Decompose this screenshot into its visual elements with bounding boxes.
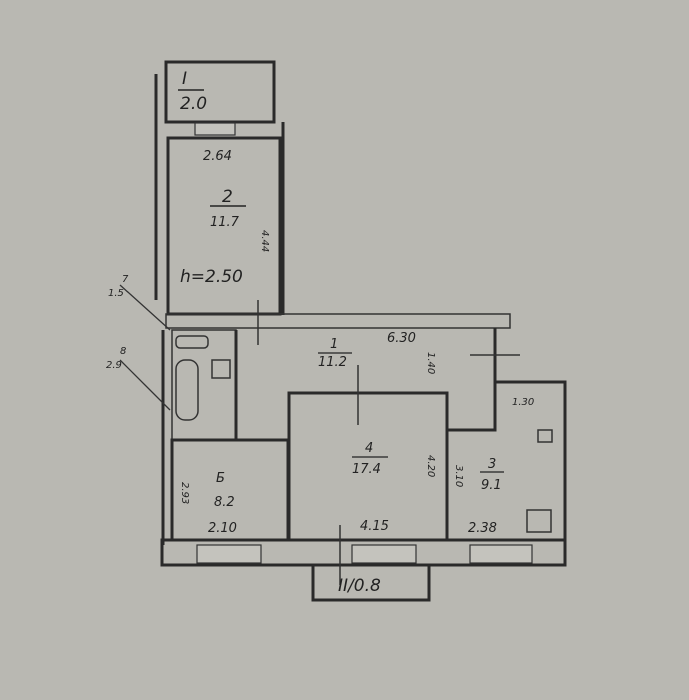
bathtub-icon	[175, 359, 199, 421]
window-room4	[351, 544, 417, 564]
room-7-area: 1.5	[108, 288, 124, 299]
toilet-icon	[211, 359, 231, 379]
room-2-area: 11.7	[210, 215, 240, 230]
leader-7	[119, 284, 171, 331]
ceiling-height: h=2.50	[180, 267, 243, 287]
room-4-length: 4.20	[425, 455, 436, 477]
room-1-width: 1.40	[425, 352, 436, 374]
room-3-number: 3	[488, 457, 496, 472]
stove-icon	[526, 509, 552, 533]
room-2-width: 2.64	[203, 149, 232, 164]
room-2-length: 4.44	[259, 230, 270, 252]
room-1-area: 11.2	[318, 355, 347, 370]
room-8-area: 2.9	[106, 360, 122, 371]
room-6-number: Б	[216, 471, 225, 486]
room-3-area: 9.1	[481, 478, 502, 493]
balcony-1-door	[194, 122, 236, 136]
room-7-number: 7	[122, 274, 129, 285]
room-8-number: 8	[120, 346, 126, 357]
window-room6	[196, 544, 262, 564]
room-4-width: 4.15	[360, 519, 389, 534]
room-6-area: 8.2	[214, 495, 235, 510]
balcony-2-label: II/0.8	[338, 576, 381, 596]
room-3-extra-dimension: 1.30	[512, 397, 534, 408]
room-3-width: 2.38	[468, 521, 497, 536]
balcony-1-outline	[164, 60, 276, 124]
room-2-number: 2	[222, 187, 233, 207]
room-3-outline	[447, 380, 567, 545]
room-4-area: 17.4	[352, 462, 381, 477]
room-4-number: 4	[365, 441, 373, 456]
room-1-length: 6.30	[387, 331, 416, 346]
balcony-2-outline	[311, 563, 431, 602]
balcony-1-area: 2.0	[180, 94, 207, 114]
balcony-1-number: I	[182, 69, 187, 89]
room-6-length: 2.93	[179, 482, 190, 504]
window-room3	[469, 544, 533, 564]
room-3-length: 3.10	[453, 465, 464, 487]
sink-icon	[175, 335, 209, 349]
sink-kitchen-icon	[537, 429, 553, 443]
leader-8	[119, 359, 171, 411]
corridor-wall	[165, 313, 511, 329]
room-6-width: 2.10	[208, 521, 237, 536]
room-1-number: 1	[330, 337, 338, 352]
